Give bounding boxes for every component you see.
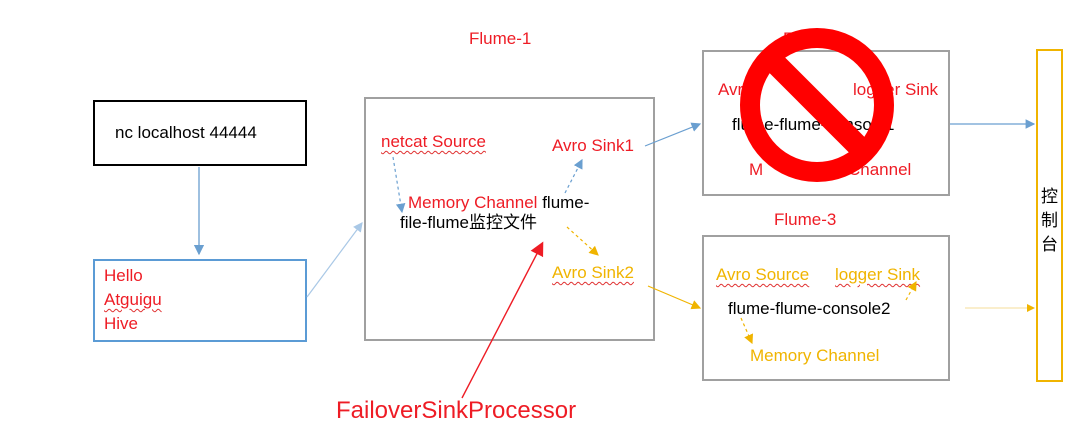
flume-1-box xyxy=(364,97,655,341)
flume3-config-label: flume-flume-console2 xyxy=(728,299,891,318)
avro-sink2-label: Avro Sink2 xyxy=(552,263,634,283)
flume-1-title: Flume-1 xyxy=(469,29,532,48)
console-char-2: 制 xyxy=(1041,211,1058,230)
input-line-hello: Hello xyxy=(104,266,143,285)
flume2-channel-left: M xyxy=(749,160,764,179)
flume3-sink-text: logger Sink xyxy=(835,265,921,284)
avro-sink1-label: Avro Sink1 xyxy=(552,136,634,155)
source-to-channel-arrow xyxy=(392,156,406,214)
input-to-flume1-arrow xyxy=(306,222,363,298)
nc-command-box: nc localhost 44444 xyxy=(93,100,307,166)
flume3-channel-to-sink-arrow xyxy=(905,280,917,301)
netcat-source-text: netcat Source xyxy=(381,132,486,151)
nc-command-text: nc localhost 44444 xyxy=(115,123,257,143)
flume3-source-label: Avro Source xyxy=(716,265,809,285)
input-line-hive: Hive xyxy=(104,314,139,333)
channel-to-sink1-arrow xyxy=(564,158,583,194)
sink1-to-flume2-arrow xyxy=(644,122,702,147)
failover-processor-label: FailoverSinkProcessor xyxy=(336,397,577,424)
console-char-1: 控 xyxy=(1041,187,1058,206)
prohibited-icon xyxy=(740,28,894,182)
flume3-channel-label: Memory Channel xyxy=(750,346,880,365)
flume-3-title: Flume-3 xyxy=(774,210,837,229)
avro-sink2-text: Avro Sink2 xyxy=(552,263,634,282)
memory-channel-line: Memory Channel flume- xyxy=(408,193,589,213)
sink2-to-flume3-arrow xyxy=(647,285,702,310)
flume3-source-to-channel-arrow xyxy=(740,317,754,345)
flume3-source-text: Avro Source xyxy=(716,265,810,284)
input-line-atguigu: Atguigu xyxy=(104,290,162,309)
netcat-source-label: netcat Source xyxy=(381,132,486,152)
failover-processor-arrow xyxy=(461,241,544,399)
memory-channel-label: Memory Channel xyxy=(408,193,538,212)
flume-3-box xyxy=(702,235,950,381)
nc-command-label: nc localhost 44444 xyxy=(115,123,257,142)
flume1-config-line1: flume- xyxy=(542,193,590,212)
channel-to-sink2-arrow xyxy=(566,226,599,256)
flume-2-box xyxy=(702,50,950,196)
flume3-sink-label: logger Sink xyxy=(835,265,920,285)
input-data-box: Hello Atguigu Hive xyxy=(93,259,307,342)
console-box: 控 制 台 xyxy=(1036,49,1063,382)
flume1-config-line2: file-flume监控文件 xyxy=(400,213,537,232)
console-char-3: 台 xyxy=(1041,235,1058,254)
